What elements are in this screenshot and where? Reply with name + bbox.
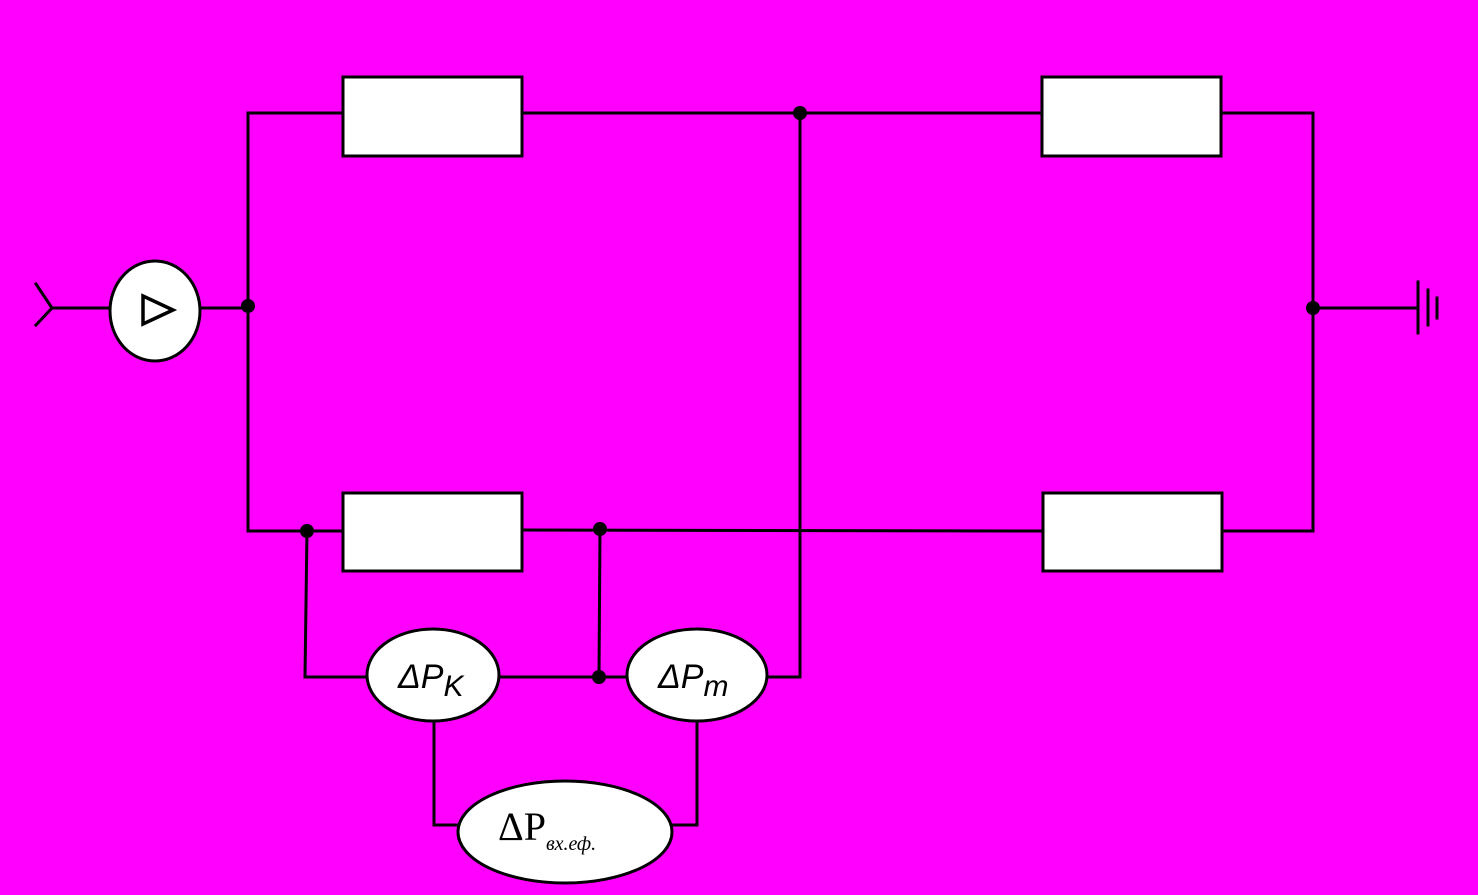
- delta-pk-main: ΔP: [397, 658, 444, 696]
- junction-dot: [593, 522, 607, 536]
- delta-pex-label: ΔPвх.еф.: [498, 804, 596, 855]
- ground-icon: [1416, 280, 1439, 335]
- bottom-right-block: [1041, 491, 1224, 573]
- delta-pex-block: ΔPвх.еф.: [456, 779, 674, 885]
- delta-pex-sub: вх.еф.: [546, 833, 596, 855]
- amplifier-block: [108, 259, 202, 363]
- junction-dot: [793, 106, 807, 120]
- delta-pm-main: ΔP: [657, 658, 704, 696]
- amplifier-ellipse: [108, 259, 202, 363]
- pk-left-wire: [303, 529, 370, 679]
- pk-to-pex-wire: [432, 720, 460, 827]
- wires: [50, 111, 1420, 827]
- antenna-icon: [33, 281, 54, 328]
- mid-tap-wire: [597, 527, 602, 679]
- delta-pk-sub: K: [444, 670, 466, 703]
- delta-pex-ellipse: [456, 779, 674, 885]
- bottom-wire-2: [520, 528, 1045, 533]
- middle-vertical-wire: [765, 111, 802, 679]
- delta-pex-main: ΔP: [498, 804, 546, 849]
- delta-pm-ellipse: [625, 627, 769, 723]
- delta-pm-block: ΔPm: [625, 627, 769, 723]
- delta-pk-label: ΔPK: [397, 658, 466, 703]
- delta-pk-ellipse: [365, 627, 501, 723]
- junction-dot: [241, 299, 255, 313]
- bottom-left-block: [341, 491, 524, 573]
- junction-dot: [592, 670, 606, 684]
- pm-to-pex-wire: [670, 720, 699, 827]
- junctions: [241, 106, 1320, 684]
- junction-dot: [300, 524, 314, 538]
- top-left-block: [341, 75, 524, 158]
- triangle-icon: [141, 293, 178, 327]
- delta-pm-label: ΔPm: [657, 658, 729, 703]
- top-right-block: [1040, 75, 1223, 158]
- junction-dot: [1306, 301, 1320, 315]
- delta-pk-block: ΔPK: [365, 627, 501, 723]
- delta-pm-sub: m: [704, 670, 729, 703]
